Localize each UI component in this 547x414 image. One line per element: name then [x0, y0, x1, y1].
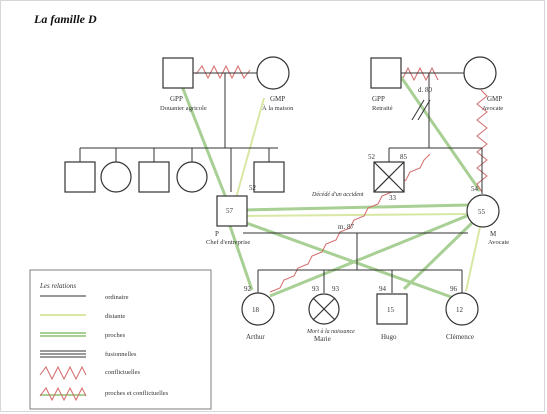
legend-fused-label: fusionnelles — [105, 351, 137, 358]
right-gmp-label: GMP — [487, 95, 502, 103]
aunt-uncle-3 — [138, 161, 170, 193]
father-age: 57 — [226, 207, 234, 215]
clemence-symbol — [445, 292, 479, 326]
left-gpp-label: GPP — [170, 95, 183, 103]
left-gmp-label: GMP — [270, 95, 285, 103]
conflict-zigzag-left-grandparents — [195, 64, 251, 80]
clemence-name: Clémence — [446, 333, 474, 341]
close-mother-to-arthur — [269, 211, 475, 298]
family-lines — [79, 72, 483, 293]
father-occupation: Chef d'entreprise — [206, 239, 250, 246]
legend: Les relations ordinaire distante proches… — [29, 269, 212, 410]
aunt-uncle-2 — [100, 161, 132, 193]
left-gmp-occupation: À la maison — [262, 104, 294, 112]
right-grandmother — [463, 56, 497, 90]
hugo-birth-year: 94 — [379, 285, 387, 293]
maternal-sibling-cross-b — [373, 161, 405, 193]
right-gpp-label: GPP — [372, 95, 385, 103]
conflict-mother-to-arthur — [269, 153, 431, 293]
arthur-symbol — [241, 292, 275, 326]
close-father-to-mother — [243, 203, 469, 212]
left-gpp-occupation: Douanier agricole — [160, 105, 207, 112]
hugo-age: 15 — [387, 306, 395, 314]
maternal-sibling-note: Décédé d'un accident — [311, 192, 364, 198]
left-grandfather — [162, 57, 194, 89]
page-title: La famille D — [34, 12, 97, 26]
people-layer — [64, 56, 500, 326]
mother-age: 55 — [478, 208, 486, 216]
marie-death-year: 93 — [332, 285, 340, 293]
marie-birth-year: 93 — [312, 285, 320, 293]
legend-distant-label: distante — [105, 313, 125, 320]
aunt-uncle-5 — [253, 161, 285, 193]
arthur-birth-year: 92 — [244, 285, 252, 293]
mother-birth-year: 54 — [471, 185, 479, 193]
marie-note: Mort à la naissance — [306, 329, 355, 335]
maternal-sibling-birth: 52 — [368, 153, 376, 161]
clemence-age: 12 — [456, 306, 464, 314]
legend-close-conflict-zigzag — [39, 386, 87, 402]
mother-label: M — [490, 230, 497, 238]
mother-symbol — [466, 194, 500, 228]
father-symbol — [216, 195, 248, 227]
close-mother-to-hugo — [402, 219, 476, 291]
right-gpp-occupation: Retraité — [372, 105, 393, 112]
aunt-uncle-4 — [176, 161, 208, 193]
marie-name: Marie — [314, 335, 331, 343]
legend-ordinary-label: ordinaire — [105, 294, 129, 301]
right-gmp-occupation: Avocate — [482, 105, 503, 112]
legend-title: Les relations — [39, 282, 76, 290]
legend-close-label: proches — [105, 332, 126, 339]
father-birth-year: 52 — [249, 184, 257, 192]
mother-occupation: Avocate — [488, 239, 509, 246]
arthur-age: 18 — [252, 306, 260, 314]
close-conflict-gpp-to-father — [176, 75, 228, 199]
legend-box — [29, 269, 212, 410]
close-father-to-arthur — [228, 225, 254, 291]
legend-conflict-label: conflictuelles — [105, 369, 140, 376]
marie-cross-b — [312, 297, 336, 321]
hugo-symbol — [376, 293, 408, 325]
close-mother-to-right-grandmother — [399, 76, 482, 192]
maternal-sibling-age: 33 — [389, 194, 397, 202]
distant-mother-to-clemence — [465, 217, 483, 292]
conflict-mother-to-right-gmp — [476, 89, 488, 193]
marriage-label: m. 87 — [338, 223, 354, 231]
legend-conflict-line — [39, 365, 87, 381]
close-father-to-clemence — [237, 218, 455, 300]
legend-close-conflict-label: proches et conflictuelles — [105, 390, 169, 397]
right-death-label: d. 80 — [418, 86, 433, 94]
relationship-layer — [176, 64, 488, 300]
maternal-sibling-death: 85 — [400, 153, 408, 161]
arthur-name: Arthur — [246, 333, 265, 341]
labels-layer: GPP Douanier agricole GMP À la maison GP… — [160, 86, 509, 343]
hugo-name: Hugo — [381, 333, 397, 341]
father-label: P — [215, 230, 219, 238]
clemence-birth-year: 96 — [450, 285, 458, 293]
aunt-uncle-1 — [64, 161, 96, 193]
distant-father-to-mother — [243, 213, 469, 217]
right-grandfather — [370, 57, 402, 89]
left-grandmother — [256, 56, 290, 90]
